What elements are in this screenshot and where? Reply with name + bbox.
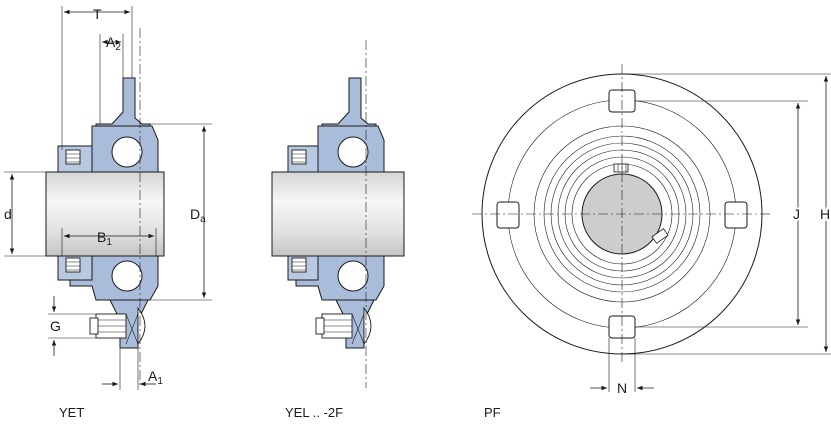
dim-label-N: N — [617, 380, 627, 396]
yet-bolt — [89, 306, 146, 346]
dim-label-A1: A1 — [148, 368, 163, 387]
dim-label-J: J — [793, 206, 800, 222]
caption-pf: PF — [484, 405, 501, 420]
pf-slot-left — [496, 201, 520, 229]
dim-label-H: H — [820, 206, 830, 222]
dim-label-B1: B1 — [97, 229, 112, 248]
pf-front-view — [472, 64, 831, 392]
pf-slot-right — [724, 201, 748, 229]
dim-label-T: T — [93, 6, 102, 22]
caption-yet: YET — [59, 405, 84, 420]
yet-dimension-lines — [4, 6, 212, 390]
dim-label-A2: A2 — [106, 34, 121, 53]
yel-section-view — [271, 40, 405, 388]
dim-label-Da: Da — [190, 206, 206, 225]
caption-yel: YEL .. -2F — [285, 405, 343, 420]
yet-shaft — [45, 171, 165, 257]
yet-section-view — [45, 28, 165, 388]
yel-shaft — [271, 171, 405, 257]
dim-label-d: d — [4, 206, 12, 222]
dim-label-G: G — [50, 318, 61, 334]
